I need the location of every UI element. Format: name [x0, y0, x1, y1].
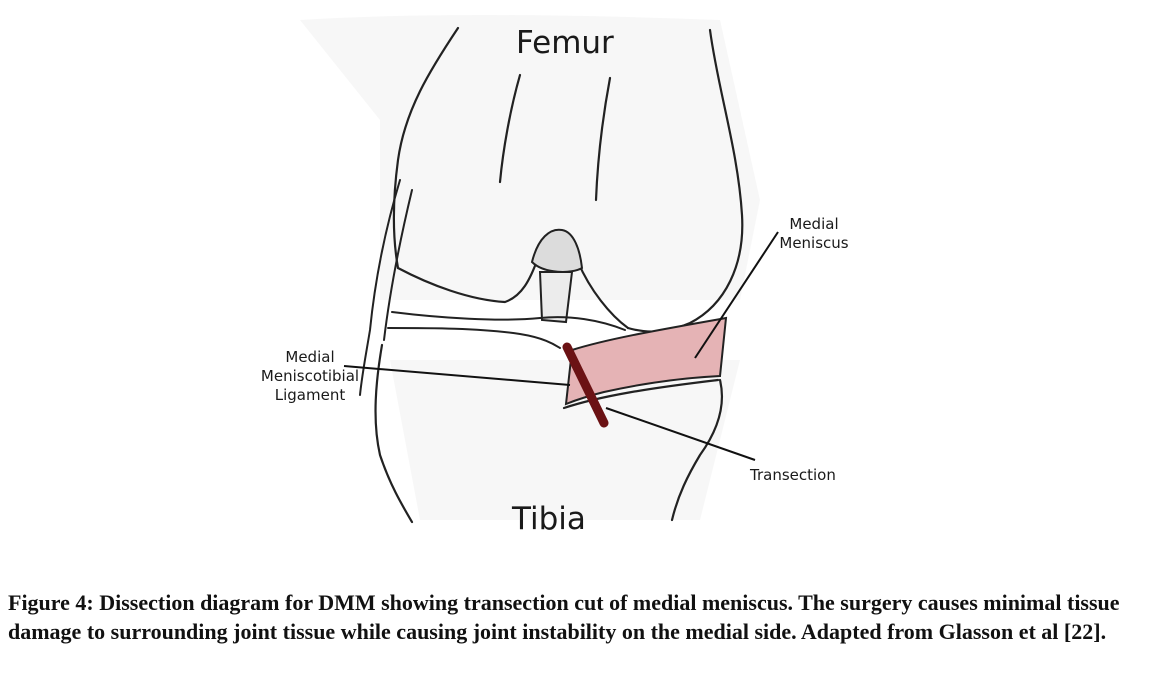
- femur-label: Femur: [516, 25, 614, 61]
- femur-shaft-left: [498, 73, 522, 184]
- mmtl-label-line1: Medial: [285, 348, 335, 366]
- femur-medial-condyle-base: [576, 260, 630, 330]
- background-tissue: [300, 15, 760, 520]
- leader-mmtl: [343, 365, 571, 386]
- cruciate-ligament: [538, 271, 574, 324]
- medial-meniscus: [564, 316, 728, 406]
- leader-medial-meniscus: [694, 231, 779, 359]
- tibia-joint-line: [562, 378, 720, 410]
- knee-joint-diagram: [300, 15, 779, 524]
- transection-label: Transection: [750, 466, 836, 484]
- medial-meniscus-label-line2: Meniscus: [779, 234, 849, 252]
- tibial-plateau: [387, 311, 626, 349]
- transection-cut: [562, 342, 609, 428]
- tibia-label: Tibia: [512, 501, 586, 537]
- femur-condyle-base: [396, 256, 540, 304]
- lateral-tissue-strip: [359, 179, 413, 396]
- figure-caption: Figure 4: Dissection diagram for DMM sho…: [8, 590, 1120, 644]
- tibia-right-outline: [670, 378, 724, 522]
- meniscotibial-ligament-label: Medial Meniscotibial Ligament: [250, 348, 370, 405]
- intercondylar-notch: [530, 228, 584, 324]
- leader-lines: [343, 231, 779, 461]
- mmtl-label-line3: Ligament: [274, 386, 346, 404]
- tibia-bone: [374, 343, 724, 524]
- femur-shaft-right: [594, 76, 612, 202]
- knee-dissection-figure: Femur Tibia Medial Meniscus Medial Menis…: [250, 15, 849, 537]
- tibia-left-outline: [374, 343, 414, 524]
- mmtl-label-line2: Meniscotibial: [260, 367, 360, 385]
- medial-meniscus-label-line1: Medial: [789, 215, 839, 233]
- femur-left-outline: [392, 26, 460, 270]
- leader-transection: [605, 407, 756, 461]
- medial-meniscus-label: Medial Meniscus: [779, 215, 849, 253]
